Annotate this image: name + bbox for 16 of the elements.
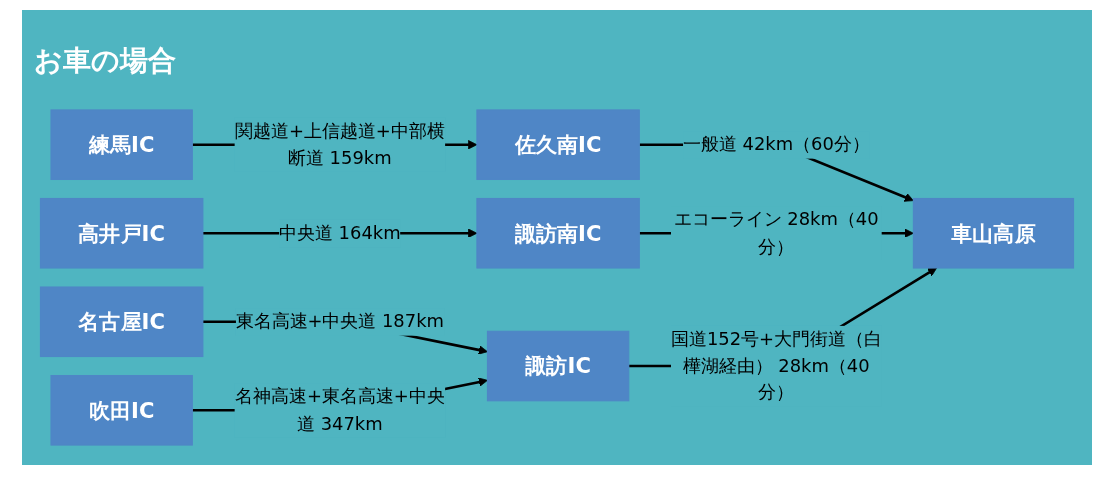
node-box: 諏訪南IC xyxy=(476,197,640,269)
edge-label: エコーライン 28km（40分） xyxy=(674,208,879,257)
edge-label: 一般道 42km（60分） xyxy=(683,133,870,155)
diagram-title: お車の場合 xyxy=(34,44,176,78)
edge-label: 東名高速+中央道 187km xyxy=(235,310,444,332)
node-box: 車山高原 xyxy=(912,197,1075,269)
node-box: 名古屋IC xyxy=(39,286,204,358)
edge-label: 名神高速+東名高速+中央道 347km xyxy=(235,385,445,434)
node-box: 吹田IC xyxy=(50,375,193,446)
edge-label: 関越道+上信越道+中部横断道 159km xyxy=(235,119,445,168)
node-box: 練馬IC xyxy=(50,109,193,180)
node-box: 佐久南IC xyxy=(476,109,640,180)
node-box: 高井戸IC xyxy=(39,197,204,269)
edge-label: 中央道 164km xyxy=(279,221,401,243)
node-box: 諏訪IC xyxy=(486,330,630,402)
edge-label: 国道152号+大門街道（白樺湖経由） 28km（40分） xyxy=(671,327,882,403)
